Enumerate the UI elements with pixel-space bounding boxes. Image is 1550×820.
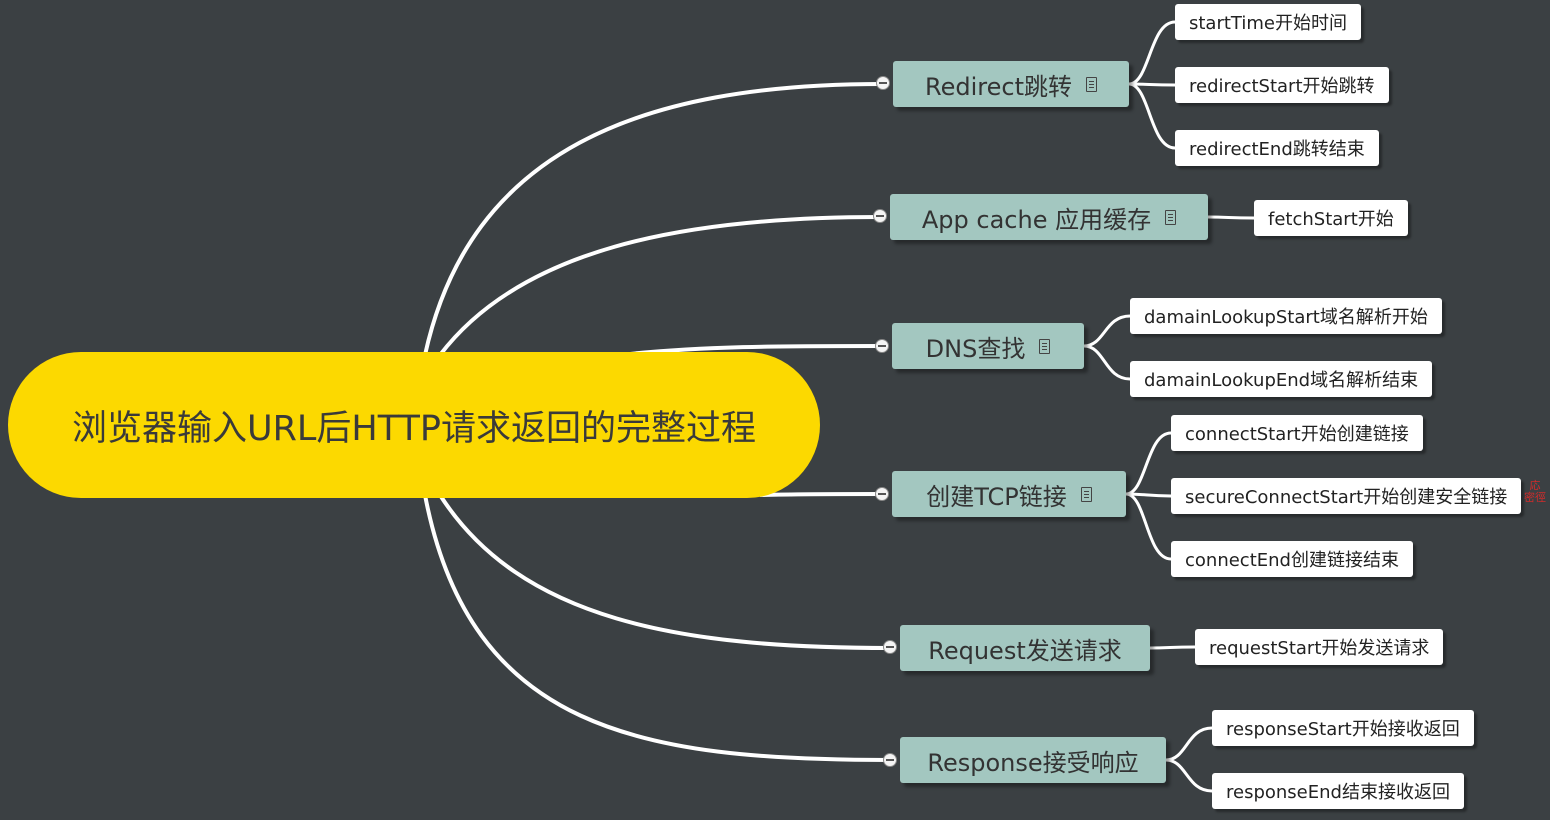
- connector-curve: [1125, 492, 1172, 561]
- branch-redirect[interactable]: Redirect跳转: [893, 61, 1129, 107]
- leaf-topic[interactable]: connectStart开始创建链接: [1171, 415, 1423, 451]
- leaf-topic[interactable]: redirectStart开始跳转: [1175, 67, 1389, 103]
- leaf-label: redirectEnd跳转结束: [1189, 139, 1365, 160]
- leaf-topic[interactable]: damainLookupEnd域名解析结束: [1130, 361, 1433, 397]
- collapse-toggle-icon[interactable]: [875, 487, 889, 501]
- leaf-label: startTime开始时间: [1189, 13, 1347, 34]
- leaf-label: responseStart开始接收返回: [1226, 719, 1460, 740]
- collapse-toggle-icon[interactable]: [875, 339, 889, 353]
- branch-dns[interactable]: DNS查找: [892, 323, 1084, 369]
- collapse-toggle-icon[interactable]: [873, 209, 887, 223]
- connector-curve: [1125, 431, 1172, 496]
- leaf-topic[interactable]: secureConnectStart开始创建安全链接: [1171, 478, 1522, 514]
- branch-app-cache[interactable]: App cache 应用缓存: [890, 194, 1208, 240]
- note-icon[interactable]: [1080, 486, 1092, 502]
- branch-tcp[interactable]: 创建TCP链接: [892, 471, 1126, 517]
- leaf-topic[interactable]: connectEnd创建链接结束: [1171, 541, 1413, 577]
- connector-curve: [423, 82, 884, 356]
- branch-label: DNS查找: [925, 334, 1026, 363]
- leaf-topic[interactable]: responseEnd结束接收返回: [1212, 773, 1464, 809]
- connector-curve: [423, 494, 891, 762]
- connector-curve: [1128, 82, 1176, 87]
- connector-curve: [438, 493, 891, 650]
- leaf-topic[interactable]: requestStart开始发送请求: [1195, 629, 1444, 665]
- collapse-toggle-icon[interactable]: [883, 640, 897, 654]
- leaf-label: requestStart开始发送请求: [1209, 638, 1430, 659]
- connector-curve: [438, 215, 881, 357]
- leaf-label: redirectStart开始跳转: [1189, 76, 1375, 97]
- leaf-label: fetchStart开始: [1268, 209, 1394, 230]
- leaf-label: connectStart开始创建链接: [1185, 424, 1409, 445]
- branch-label: Response接受响应: [927, 748, 1139, 777]
- leaf-label: connectEnd创建链接结束: [1185, 550, 1399, 571]
- collapse-toggle-icon[interactable]: [876, 76, 890, 90]
- connector-curve: [1083, 314, 1131, 348]
- leaf-label: secureConnectStart开始创建安全链接: [1185, 487, 1508, 508]
- branch-response[interactable]: Response接受响应: [900, 737, 1166, 783]
- leaf-label: responseEnd结束接收返回: [1226, 782, 1450, 803]
- note-icon[interactable]: [1039, 338, 1051, 354]
- connector-curve: [1165, 726, 1213, 762]
- leaf-label: damainLookupStart域名解析开始: [1144, 307, 1428, 328]
- note-icon[interactable]: [1085, 76, 1097, 92]
- leaf-topic[interactable]: damainLookupStart域名解析开始: [1130, 298, 1442, 334]
- root-topic[interactable]: 浏览器输入URL后HTTP请求返回的完整过程: [8, 352, 820, 498]
- connector-curve: [1207, 215, 1255, 220]
- branch-label: Redirect跳转: [925, 72, 1072, 101]
- branch-label: App cache 应用缓存: [921, 205, 1152, 234]
- side-mark: 応密徑: [1524, 479, 1546, 504]
- branch-label: 创建TCP链接: [926, 482, 1067, 511]
- connector-curve: [1128, 82, 1176, 150]
- note-icon[interactable]: [1165, 209, 1177, 225]
- connector-curve: [759, 492, 883, 497]
- leaf-topic[interactable]: fetchStart开始: [1254, 200, 1408, 236]
- leaf-label: damainLookupEnd域名解析结束: [1144, 370, 1419, 391]
- connector-curve: [1149, 645, 1196, 650]
- leaf-topic[interactable]: responseStart开始接收返回: [1212, 710, 1474, 746]
- connector-curve: [1083, 344, 1131, 381]
- root-topic-label: 浏览器输入URL后HTTP请求返回的完整过程: [71, 408, 756, 449]
- branch-label: Request发送请求: [928, 636, 1122, 665]
- collapse-toggle-icon[interactable]: [883, 753, 897, 767]
- branch-request[interactable]: Request发送请求: [900, 625, 1150, 671]
- connector-curve: [1128, 20, 1176, 86]
- leaf-topic[interactable]: startTime开始时间: [1175, 4, 1361, 40]
- connector-curve: [619, 344, 883, 357]
- connector-curve: [1165, 758, 1213, 793]
- leaf-topic[interactable]: redirectEnd跳转结束: [1175, 130, 1379, 166]
